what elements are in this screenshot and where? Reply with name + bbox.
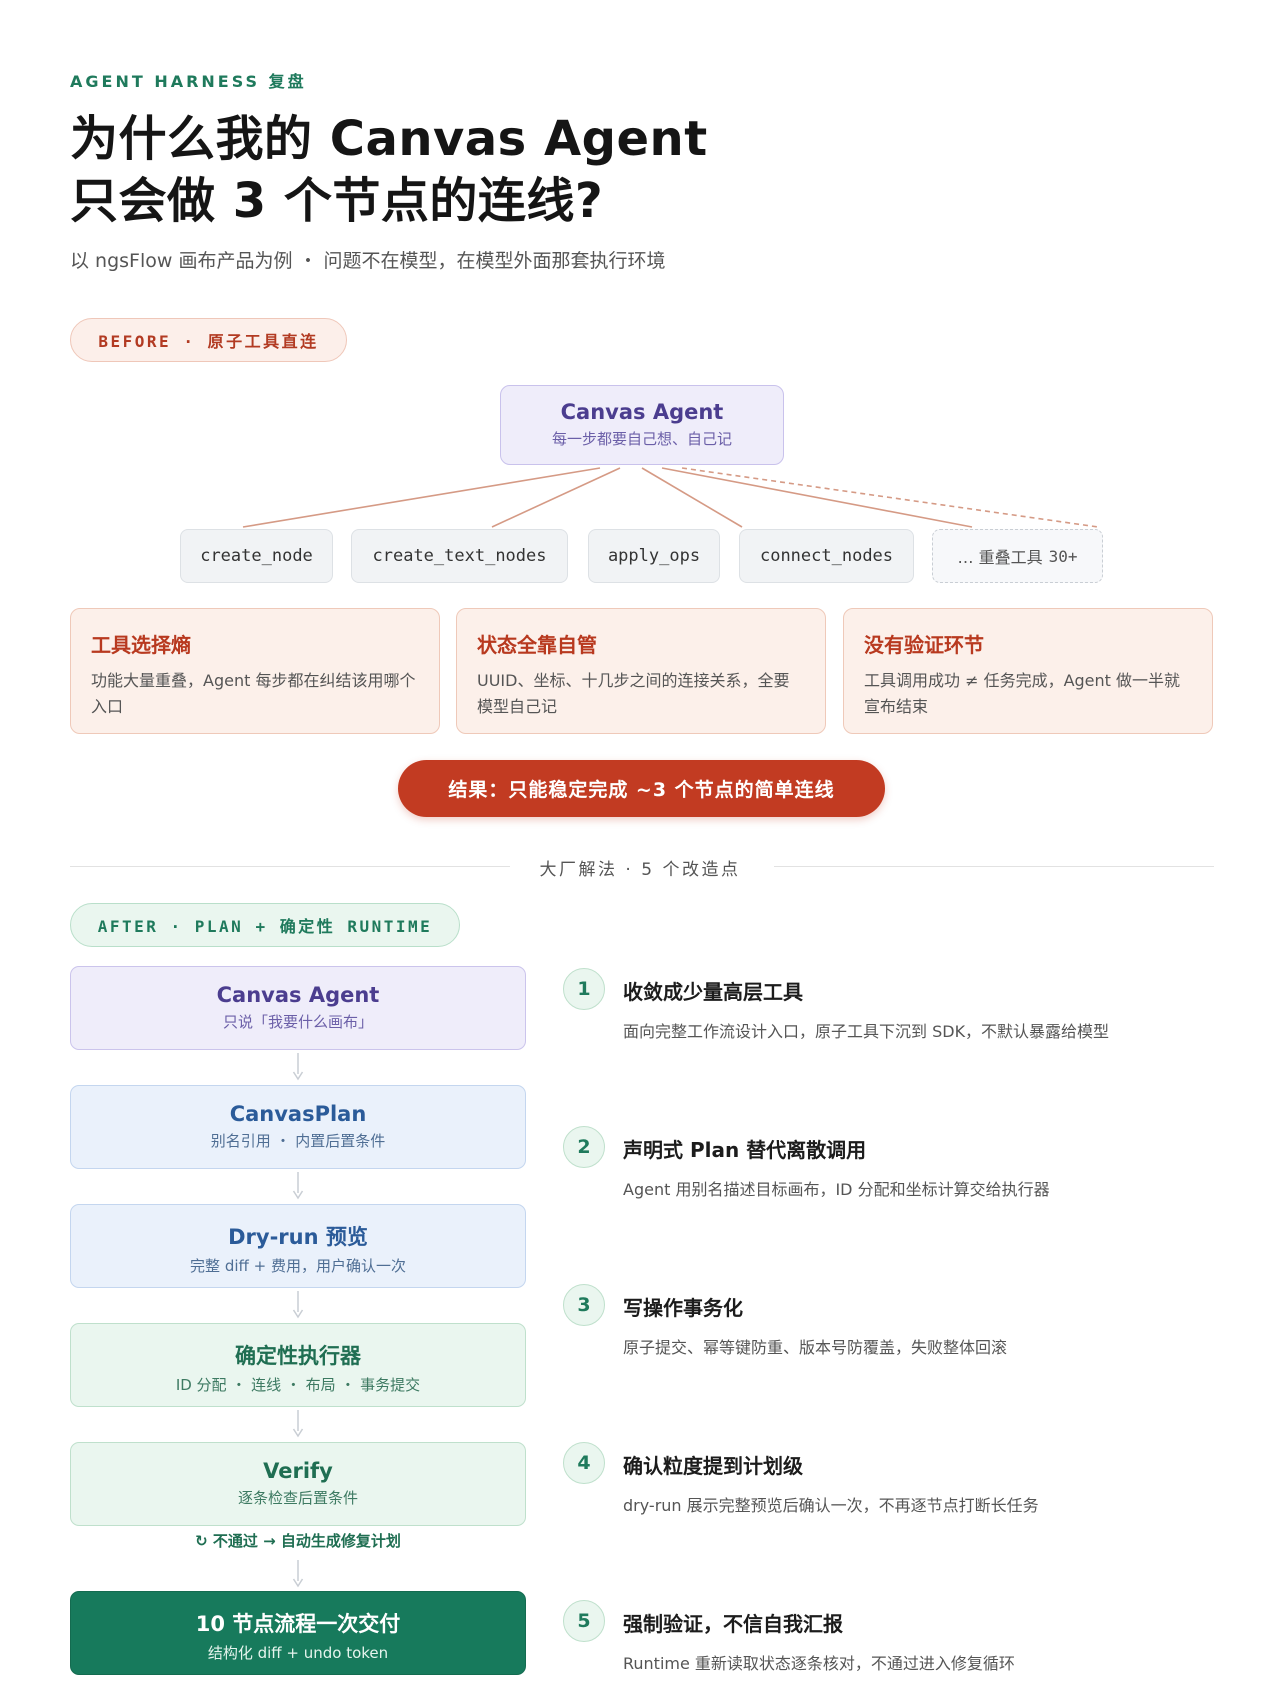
step-title: 收敛成少量高层工具 <box>623 980 803 1004</box>
retry-icon: ↻ <box>195 1532 208 1550</box>
tool-more-count: 30+ <box>1048 546 1078 566</box>
step-body: Runtime 重新读取状态逐条核对，不通过进入修复循环 <box>623 1654 1015 1673</box>
title-line-1: 为什么我的 Canvas Agent <box>70 111 708 167</box>
problem-body: UUID、坐标、十几步之间的连接关系，全要模型自己记 <box>477 671 790 716</box>
flow-subtitle: 别名引用 ・ 内置后置条件 <box>210 1132 386 1150</box>
step-number: 1 <box>563 968 605 1010</box>
flow-arrow-icon <box>292 1291 304 1319</box>
flow-subtitle: ID 分配 ・ 连线 ・ 布局 ・ 事务提交 <box>175 1376 421 1394</box>
flow-arrow-icon <box>292 1560 304 1588</box>
before-agent-title: Canvas Agent <box>560 400 724 424</box>
problem-card: 没有验证环节 工具调用成功 ≠ 任务完成，Agent 做一半就宣布结束 <box>843 608 1213 734</box>
connector-more-tools <box>681 467 1099 528</box>
problem-body: 工具调用成功 ≠ 任务完成，Agent 做一半就宣布结束 <box>864 671 1181 716</box>
flow-step-agent: Canvas Agent 只说「我要什么画布」 <box>70 966 526 1050</box>
before-agent-node: Canvas Agent 每一步都要自己想、自己记 <box>500 385 784 465</box>
tool-connect-nodes: connect_nodes <box>739 529 914 583</box>
step-title: 强制验证，不信自我汇报 <box>623 1612 843 1636</box>
divider-label: 大厂解法 · 5 个改造点 <box>539 860 741 880</box>
eyebrow: AGENT HARNESS 复盘 <box>70 72 307 91</box>
result-banner: 结果：只能稳定完成 ~3 个节点的简单连线 <box>398 760 885 817</box>
tool-more-label: … 重叠工具 <box>957 548 1043 567</box>
flow-title: 确定性执行器 <box>235 1344 361 1368</box>
step-number: 5 <box>563 1600 605 1642</box>
divider-line-left <box>70 866 510 867</box>
problem-body: 功能大量重叠，Agent 每步都在纠结该用哪个入口 <box>91 671 416 716</box>
step-number: 2 <box>563 1126 605 1168</box>
flow-subtitle: 只说「我要什么画布」 <box>222 1013 373 1031</box>
flow-title: Canvas Agent <box>216 983 380 1007</box>
step-number: 4 <box>563 1442 605 1484</box>
flow-arrow-icon <box>292 1410 304 1438</box>
step-body: 面向完整工作流设计入口，原子工具下沉到 SDK，不默认暴露给模型 <box>623 1022 1110 1041</box>
page-title: 为什么我的 Canvas Agent 只会做 3 个节点的连线? <box>70 108 708 232</box>
title-line-2: 只会做 3 个节点的连线? <box>70 173 604 229</box>
flow-subtitle: 逐条检查后置条件 <box>237 1489 358 1507</box>
flow-title: Dry-run 预览 <box>228 1225 368 1249</box>
flow-subtitle: 完整 diff + 费用，用户确认一次 <box>190 1257 406 1275</box>
flow-step-dry-run: Dry-run 预览 完整 diff + 费用，用户确认一次 <box>70 1204 526 1288</box>
before-agent-subtitle: 每一步都要自己想、自己记 <box>551 430 732 448</box>
connector-create-node <box>242 467 601 528</box>
retry-note: ↻ 不通过 → 自动生成修复计划 <box>70 1530 526 1551</box>
tool-apply-ops: apply_ops <box>588 529 720 583</box>
flow-title: Verify <box>263 1459 333 1483</box>
step-body: 原子提交、幂等键防重、版本号防覆盖，失败整体回滚 <box>623 1338 1008 1357</box>
flow-subtitle: 结构化 diff + undo token <box>207 1644 389 1662</box>
before-pill: BEFORE · 原子工具直连 <box>70 318 347 362</box>
page-subtitle: 以 ngsFlow 画布产品为例 ・ 问题不在模型，在模型外面那套执行环境 <box>70 250 666 272</box>
flow-title: CanvasPlan <box>229 1102 367 1126</box>
retry-text: 不通过 → 自动生成修复计划 <box>212 1532 401 1550</box>
flow-step-delivery: 10 节点流程一次交付 结构化 diff + undo token <box>70 1591 526 1675</box>
problem-title: 工具选择熵 <box>91 633 191 657</box>
problem-card: 状态全靠自管 UUID、坐标、十几步之间的连接关系，全要模型自己记 <box>456 608 826 734</box>
step-body: Agent 用别名描述目标画布，ID 分配和坐标计算交给执行器 <box>623 1180 1050 1199</box>
problem-title: 没有验证环节 <box>864 633 984 657</box>
tool-create-node: create_node <box>180 529 333 583</box>
step-title: 确认粒度提到计划级 <box>623 1454 803 1478</box>
connector-create-text-nodes <box>491 467 621 528</box>
tool-create-text-nodes: create_text_nodes <box>351 529 568 583</box>
flow-arrow-icon <box>292 1172 304 1200</box>
tool-more: … 重叠工具 30+ <box>932 529 1103 583</box>
step-number: 3 <box>563 1284 605 1326</box>
before-connectors <box>242 467 1099 528</box>
problem-card: 工具选择熵 功能大量重叠，Agent 每步都在纠结该用哪个入口 <box>70 608 440 734</box>
flow-step-verify: Verify 逐条检查后置条件 <box>70 1442 526 1526</box>
flow-step-executor: 确定性执行器 ID 分配 ・ 连线 ・ 布局 ・ 事务提交 <box>70 1323 526 1407</box>
flow-step-plan: CanvasPlan 别名引用 ・ 内置后置条件 <box>70 1085 526 1169</box>
step-body: dry-run 展示完整预览后确认一次，不再逐节点打断长任务 <box>623 1496 1039 1515</box>
after-pill: AFTER · PLAN + 确定性 RUNTIME <box>70 903 460 947</box>
step-title: 写操作事务化 <box>623 1296 743 1320</box>
connector-connect-nodes <box>661 467 973 528</box>
flow-arrow-icon <box>292 1053 304 1081</box>
problem-title: 状态全靠自管 <box>477 633 597 657</box>
connector-apply-ops <box>641 467 743 528</box>
divider-line-right <box>774 866 1214 867</box>
flow-title: 10 节点流程一次交付 <box>195 1612 401 1636</box>
step-title: 声明式 Plan 替代离散调用 <box>623 1138 867 1162</box>
